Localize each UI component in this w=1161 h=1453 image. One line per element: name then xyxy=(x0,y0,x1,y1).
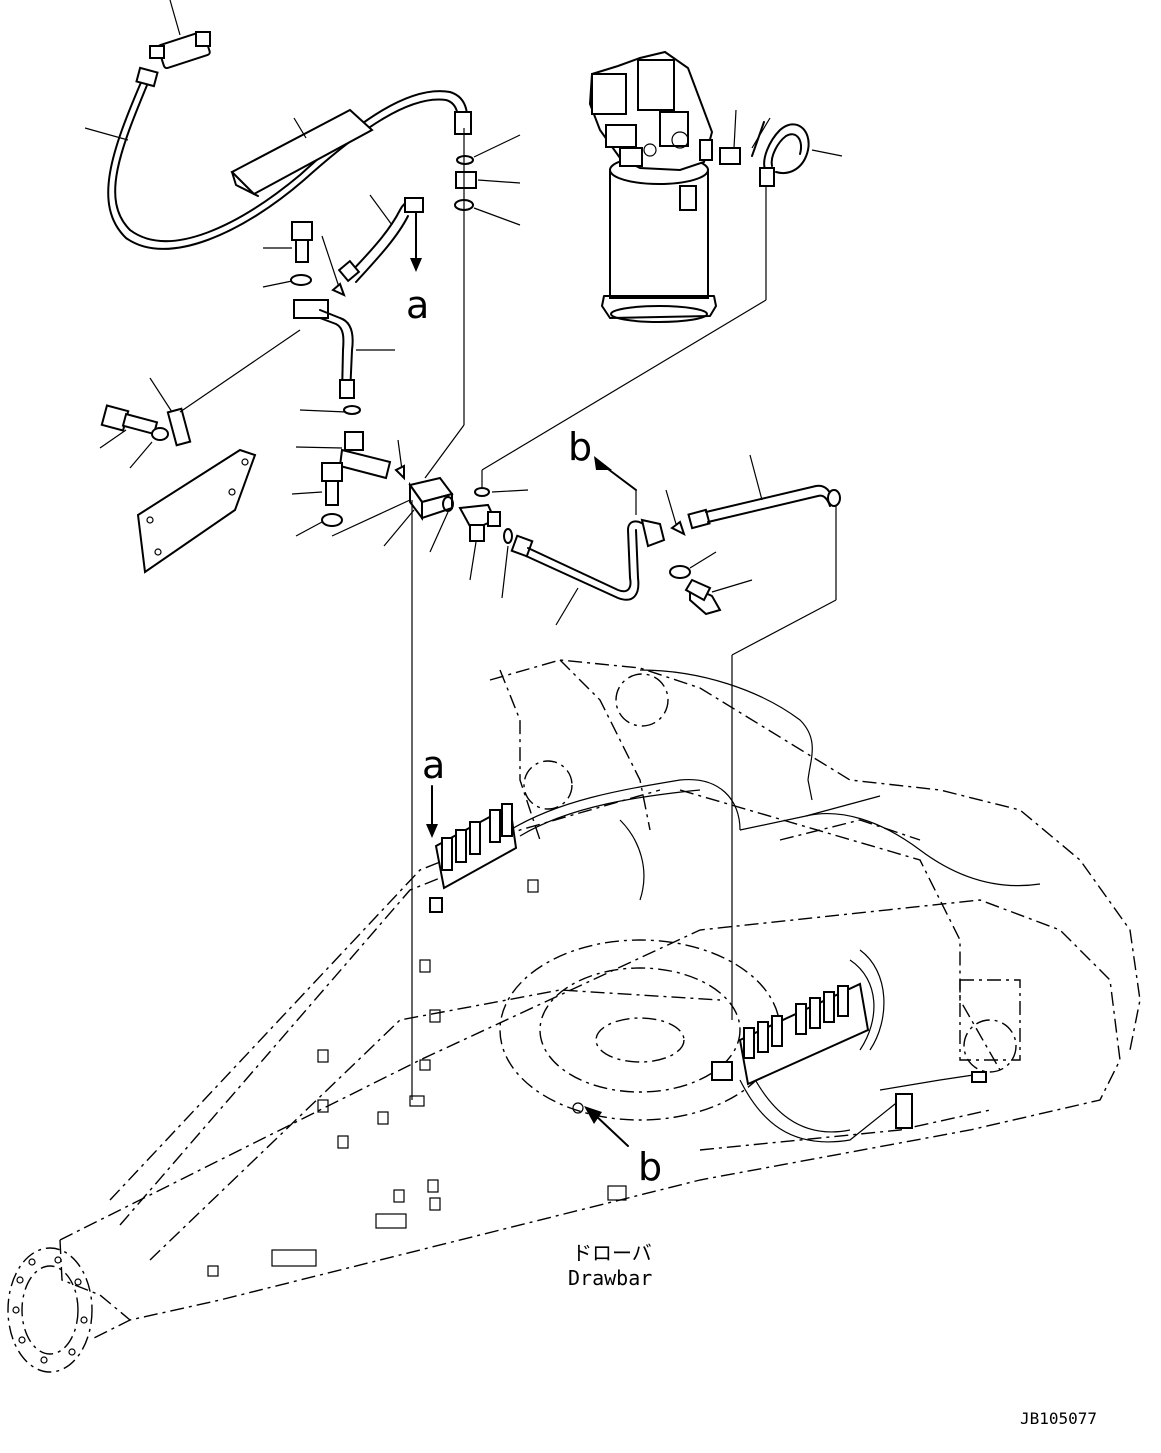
drawbar-frame xyxy=(7,659,1141,1373)
bolt-and-washer-left xyxy=(262,221,346,297)
banjo-bolt-left xyxy=(99,404,169,469)
drawbar-label-en: Drawbar xyxy=(568,1266,652,1290)
bolt-and-washer-center xyxy=(291,462,343,537)
long-hose-with-sleeve xyxy=(84,66,472,250)
callout-a-top: a xyxy=(406,283,429,327)
tee-fitting-top xyxy=(149,0,211,70)
o-rings-and-adapter-top xyxy=(454,134,521,226)
arrow-b-top-line xyxy=(603,465,637,491)
arrow-b-bottom xyxy=(584,1106,602,1124)
arrow-b-top xyxy=(594,456,612,470)
drawing-id: JB105077 xyxy=(1020,1409,1097,1428)
short-hose-a xyxy=(337,194,424,283)
mounting-plate xyxy=(136,329,301,574)
pump-tank-assembly xyxy=(588,50,717,323)
drawbar-label-jp: ドローバ xyxy=(572,1241,652,1265)
arrow-a-bottom xyxy=(426,824,438,838)
manifold-block-right xyxy=(711,982,987,1129)
lube-lines xyxy=(509,655,1041,1143)
elbow-fitting xyxy=(295,431,405,481)
long-bent-tube xyxy=(510,518,666,626)
callout-b-bottom: b xyxy=(638,1145,662,1189)
check-valve xyxy=(458,299,767,599)
bent-tube-with-clip xyxy=(293,299,395,415)
bolt-and-washer-right xyxy=(665,489,753,616)
hose-right xyxy=(687,454,841,656)
arrow-b-bottom-line xyxy=(593,1113,629,1147)
callout-a-bottom: a xyxy=(422,743,445,787)
fitting-tank-side xyxy=(719,109,771,165)
manifold-block-left xyxy=(411,500,518,1100)
junction-block xyxy=(331,128,465,553)
coiled-hose xyxy=(759,123,843,300)
callout-b-top: b xyxy=(568,425,592,469)
